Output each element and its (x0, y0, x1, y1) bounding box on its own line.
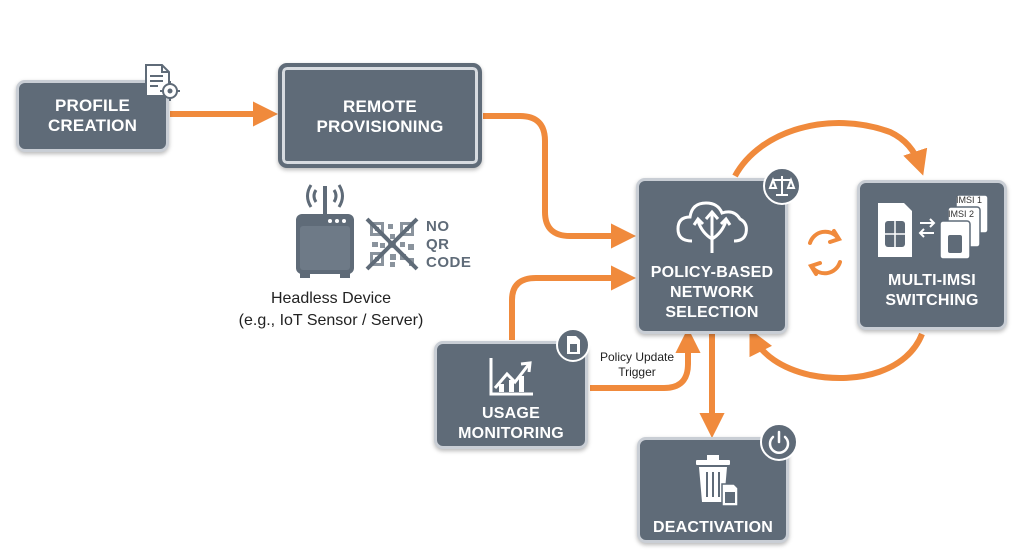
growth-chart-icon (489, 358, 533, 396)
headless-device-caption: Headless Device (e.g., IoT Sensor / Serv… (216, 288, 446, 332)
router-antenna-icon (290, 180, 360, 280)
remote-provisioning-label-line2: PROVISIONING (316, 117, 444, 136)
no-qr-code-line3: CODE (426, 254, 472, 271)
arrow-monitoring-to-policy (509, 265, 637, 340)
document-gear-icon (141, 62, 181, 102)
refresh-icon (807, 229, 843, 276)
arrow-imsi-to-policy (749, 328, 925, 381)
power-icon (768, 430, 790, 454)
arrow-policy-to-imsi (732, 120, 928, 178)
policy-update-line1: Policy Update (599, 350, 675, 364)
usage-label-line2: MONITORING (458, 425, 564, 442)
policy-update-line2: Trigger (618, 365, 656, 379)
no-qr-code-line2: QR (426, 236, 450, 253)
usage-badge (556, 328, 590, 362)
remote-provisioning-node[interactable]: REMOTE PROVISIONING (278, 63, 482, 168)
imsi-2-label: IMSI 2 (948, 209, 975, 219)
arrow-provisioning-to-policy (483, 113, 637, 249)
sim-document-icon (567, 336, 580, 354)
no-qr-code-label: NO QR CODE (426, 218, 471, 272)
deactivation-node[interactable]: DEACTIVATION (637, 437, 789, 543)
profile-creation-node[interactable]: PROFILE CREATION (16, 80, 169, 152)
multi-imsi-label-line1: MULTI-IMSI (888, 272, 976, 289)
policy-label-line1: POLICY-BASED (650, 264, 774, 281)
headless-device-line1: Headless Device (270, 290, 392, 307)
crossed-qr-icon (364, 216, 420, 272)
policy-label-line2: NETWORK (669, 284, 755, 301)
deactivation-badge (760, 423, 798, 461)
policy-badge (763, 167, 801, 205)
no-qr-code-line1: NO (426, 218, 450, 235)
remote-provisioning-label-line1: REMOTE (343, 97, 417, 116)
scale-icon (768, 176, 796, 196)
usage-monitoring-node[interactable]: USAGE MONITORING (434, 341, 588, 449)
headless-device-line2: (e.g., IoT Sensor / Server) (238, 312, 424, 329)
policy-label-line3: SELECTION (665, 304, 759, 321)
policy-update-trigger-label: Policy Update Trigger (592, 350, 682, 380)
multi-imsi-switching-node[interactable]: IMSI 1 IMSI 2 MULTI-IMSI SWITCHING (857, 180, 1007, 330)
deactivation-label: DEACTIVATION (652, 519, 774, 536)
profile-creation-label-line2: CREATION (47, 116, 138, 135)
policy-network-selection-node[interactable]: POLICY-BASED NETWORK SELECTION (636, 178, 788, 334)
profile-creation-label-line1: PROFILE (54, 96, 131, 115)
multi-imsi-label-line2: SWITCHING (885, 292, 979, 309)
usage-label-line1: USAGE (482, 405, 540, 422)
sim-cards-icon (878, 195, 989, 260)
trash-sim-icon (696, 455, 739, 507)
imsi-1-label: IMSI 1 (956, 195, 983, 205)
arrow-policy-update-trigger (590, 327, 701, 391)
cloud-arrows-icon (676, 201, 748, 253)
